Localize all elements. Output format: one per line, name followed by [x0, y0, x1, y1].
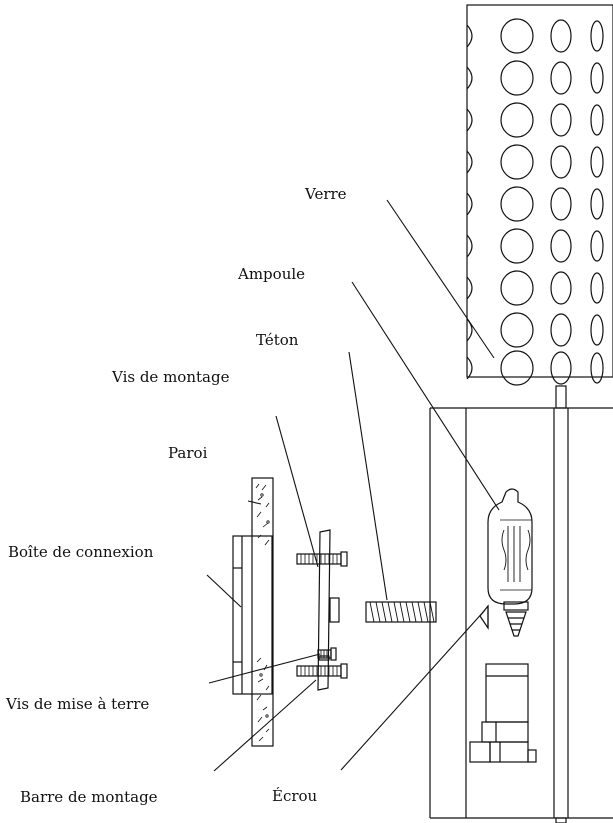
glass-hole: [590, 230, 604, 262]
glass-hole: [550, 187, 572, 221]
glass-hole: [550, 271, 572, 305]
glass-hole: [550, 229, 572, 263]
glass-hole: [466, 150, 473, 174]
glass-hole: [590, 314, 604, 346]
glass-panel: [466, 4, 613, 386]
glass-hole: [466, 356, 473, 380]
bulb: [487, 488, 533, 637]
mounting-screw-top: [296, 551, 348, 567]
glass-hole: [466, 276, 473, 300]
glass-hole: [500, 18, 534, 54]
glass-hole: [500, 186, 534, 222]
glass-hole: [550, 351, 572, 385]
socket: [469, 663, 537, 763]
glass-hole: [590, 104, 604, 136]
glass-hole: [466, 234, 473, 258]
glass-hole: [466, 66, 473, 90]
glass-hole: [550, 145, 572, 179]
glass-hole: [500, 228, 534, 264]
glass-hole: [500, 350, 534, 386]
glass-hole: [590, 188, 604, 220]
label-ampoule: Ampoule: [238, 265, 306, 283]
glass-holes: [466, 18, 604, 386]
glass-hole: [590, 352, 604, 384]
glass-hole: [466, 108, 473, 132]
label-vis-de-montage: Vis de montage: [112, 368, 230, 386]
leader-lines: [206, 199, 500, 772]
ground-screw: [317, 647, 337, 661]
nipple: [365, 601, 437, 623]
glass-hole: [550, 103, 572, 137]
glass-hole: [590, 20, 604, 52]
glass-hole: [550, 313, 572, 347]
fixture-housing: [429, 385, 613, 823]
label-teton: Téton: [256, 331, 299, 349]
label-barre-de-montage: Barre de montage: [20, 788, 158, 806]
label-ecrou: Écrou: [272, 787, 318, 805]
label-paroi: Paroi: [168, 444, 208, 462]
glass-hole: [500, 270, 534, 306]
label-boite-de-connexion: Boîte de connexion: [8, 543, 154, 561]
glass-hole: [590, 62, 604, 94]
mounting-screw-bottom: [296, 663, 348, 679]
wall: [251, 477, 274, 747]
glass-hole: [500, 144, 534, 180]
glass-hole: [550, 19, 572, 53]
mounting-bar: [317, 529, 340, 691]
junction-box: [232, 535, 273, 695]
nut: [479, 604, 489, 630]
glass-hole: [500, 312, 534, 348]
label-vis-de-mise-a-terre: Vis de mise à terre: [6, 695, 150, 713]
glass-hole: [590, 146, 604, 178]
glass-hole: [590, 272, 604, 304]
glass-hole: [466, 192, 473, 216]
glass-hole: [466, 24, 473, 48]
glass-hole: [550, 61, 572, 95]
label-verre: Verre: [305, 185, 347, 203]
glass-hole: [500, 60, 534, 96]
glass-hole: [500, 102, 534, 138]
